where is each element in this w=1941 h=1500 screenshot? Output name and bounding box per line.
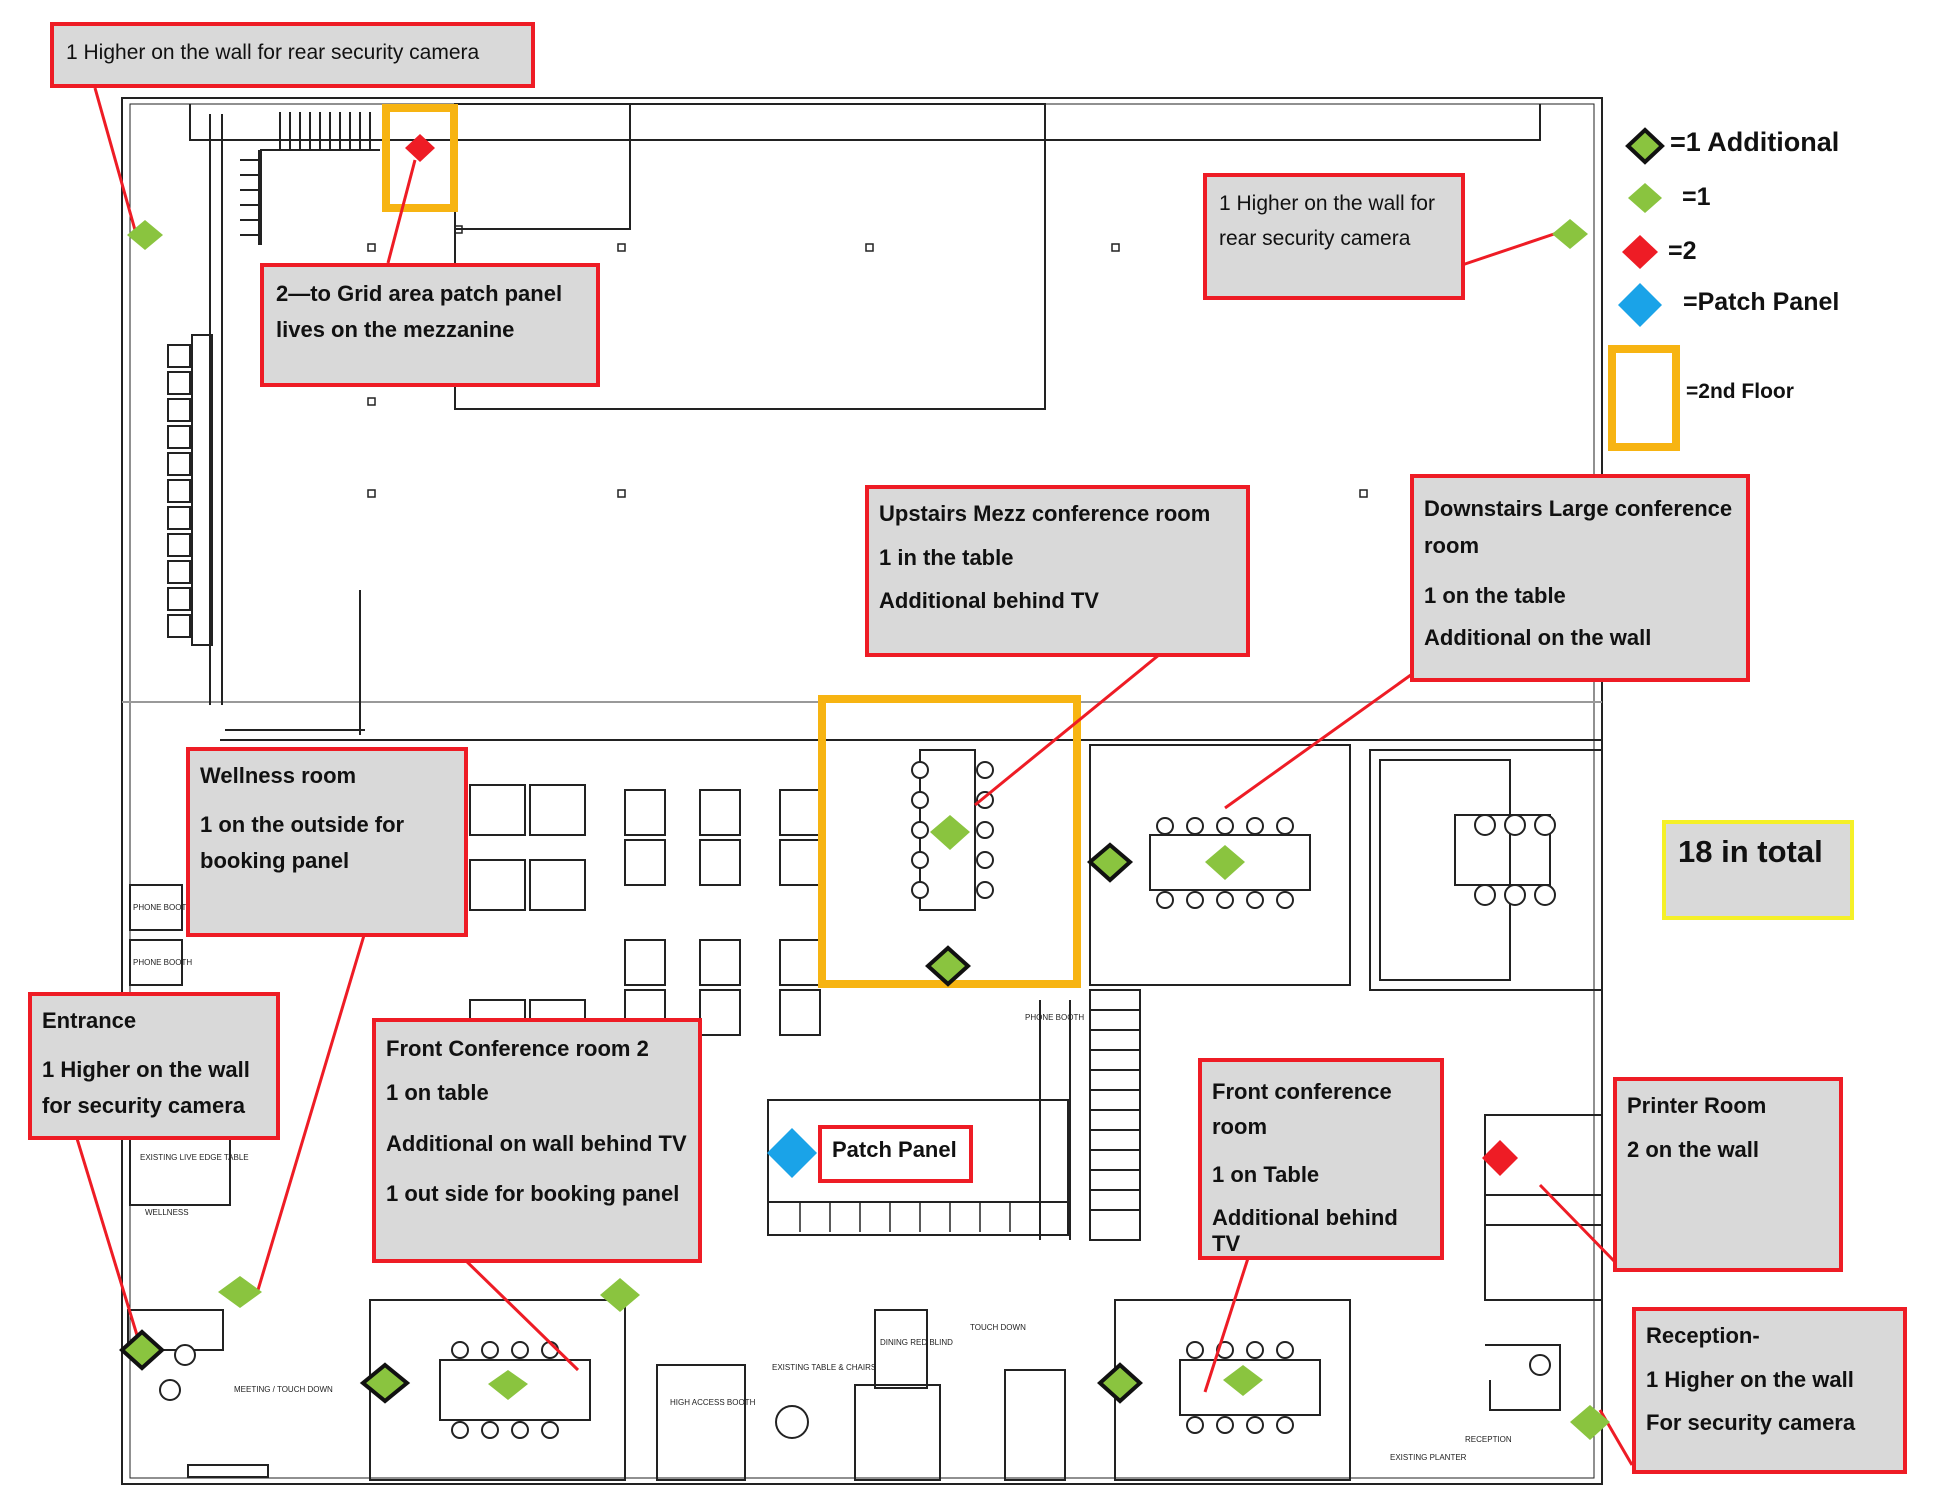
callout-rear-right-line-1: 1 Higher on the wall for [1219, 192, 1435, 215]
marker-reception-camera [1570, 1405, 1610, 1440]
plan-label-phone-booth-3: PHONE BOOTH [1025, 1013, 1084, 1022]
plan-label-existing-live-edge: EXISTING LIVE EDGE TABLE [140, 1153, 249, 1162]
legend-patch-icon [1618, 283, 1662, 327]
callout-reception-line-1: 1 Higher on the wall [1646, 1367, 1854, 1393]
callout-large-conf-line-1: 1 on the table [1424, 582, 1566, 608]
callout-grid-area-line-1: 2—to Grid area patch panel [276, 281, 563, 306]
callout-entrance-line-1: 1 Higher on the wall for security camera [42, 1057, 250, 1118]
marker-printer-wall [1482, 1140, 1518, 1176]
callout-printer-room: Printer Room 2 on the wall [1613, 1077, 1843, 1272]
marker-mezz-table [930, 815, 970, 850]
plan-label-existing-planter: EXISTING PLANTER [1390, 1453, 1467, 1462]
callout-mezz-line-2: Additional behind TV [879, 587, 1099, 613]
callout-grid-area-line-2: lives on the mezzanine [276, 317, 515, 343]
callout-rear-left-title: 1 Higher on the wall for rear security c… [66, 41, 480, 64]
marker-patch-panel [767, 1128, 817, 1178]
plan-label-reception: RECEPTION [1465, 1435, 1512, 1444]
plan-label-touchdown: TOUCH DOWN [970, 1323, 1026, 1332]
callout-mezz-line-1: 1 in the table [879, 545, 1014, 571]
callout-front-conf2-title: Front Conference room 2 [386, 1036, 649, 1061]
patch-panel-label: Patch Panel [818, 1125, 973, 1183]
callout-front-conf2-line-1: 1 on table [386, 1080, 489, 1106]
marker-entrance-camera [119, 1329, 165, 1371]
total-count: 18 in total [1662, 820, 1854, 920]
callout-grid-area: 2—to Grid area patch panel lives on the … [260, 263, 600, 387]
marker-front-conf-behind-tv [1097, 1362, 1143, 1404]
callout-reception-line-2: For security camera [1646, 1409, 1856, 1435]
marker-large-conf-wall [1086, 842, 1134, 883]
plan-label-wellness: WELLNESS [145, 1208, 189, 1217]
callout-reception-title: Reception- [1646, 1323, 1760, 1348]
callout-large-conference: Downstairs Large conference room 1 on th… [1410, 474, 1750, 682]
plan-label-dining-blind: DINING RED BLIND [880, 1338, 953, 1347]
callout-entrance-title: Entrance [42, 1008, 137, 1033]
legend-two: =2 [1668, 237, 1697, 265]
callout-rear-right-line-2: rear security camera [1219, 227, 1411, 251]
callout-printer-title: Printer Room [1627, 1093, 1767, 1118]
marker-rear-left-camera [127, 220, 163, 250]
callout-front-conference-2: Front Conference room 2 1 on table Addit… [372, 1018, 702, 1263]
marker-front-conf-table [1223, 1365, 1263, 1396]
callout-mezz-title: Upstairs Mezz conference room [879, 501, 1211, 526]
legend-second-floor: =2nd Floor [1686, 380, 1794, 403]
callout-mezz-conference: Upstairs Mezz conference room 1 in the t… [865, 485, 1250, 657]
marker-front-conf2-table [488, 1370, 528, 1400]
marker-grid-area-patch [405, 134, 435, 162]
legend-one-icon [1628, 183, 1662, 213]
callout-wellness: Wellness room 1 on the outside for booki… [186, 747, 468, 937]
marker-wellness-booking [218, 1276, 262, 1308]
callout-front-conf2-line-3: 1 out side for booking panel [386, 1181, 680, 1207]
legend-additional-icon [1625, 127, 1665, 165]
legend-one: =1 [1682, 183, 1711, 211]
marker-front-conf2-booking [600, 1278, 640, 1312]
callout-front-conf-line-2: Additional behind TV [1212, 1204, 1398, 1257]
callout-large-conf-title: Downstairs Large conference room [1424, 496, 1733, 559]
plan-label-high-access-booth: HIGH ACCESS BOOTH [670, 1398, 756, 1407]
callout-front-conf-title: Front conference room [1212, 1079, 1392, 1140]
callout-large-conf-line-2: Additional on the wall [1424, 625, 1652, 651]
marker-large-conf-table [1205, 845, 1245, 880]
plan-label-phone-booth-2: PHONE BOOTH [133, 958, 192, 967]
callout-printer-line-1: 2 on the wall [1627, 1137, 1760, 1163]
callout-rear-right: 1 Higher on the wall for rear security c… [1203, 173, 1465, 300]
marker-front-conf2-wall [359, 1362, 411, 1404]
plan-label-meeting-touchdown: MEETING / TOUCH DOWN [234, 1385, 333, 1394]
callout-wellness-title: Wellness room [200, 763, 357, 788]
callout-rear-left: 1 Higher on the wall for rear security c… [50, 22, 535, 88]
callout-entrance: Entrance 1 Higher on the wall for securi… [28, 992, 280, 1140]
marker-rear-right-camera [1552, 219, 1588, 249]
legend-additional: =1 Additional [1670, 127, 1840, 157]
callout-front-conf-line-1: 1 on Table [1212, 1162, 1320, 1188]
callout-front-conf2-line-2: Additional on wall behind TV [386, 1130, 687, 1156]
plan-label-phone-booth-1: PHONE BOOTH [133, 903, 192, 912]
legend-patch-panel: =Patch Panel [1683, 288, 1840, 316]
legend-second-floor-icon [1608, 345, 1680, 451]
marker-mezz-behind-tv [925, 945, 971, 987]
second-floor-outline-grid [382, 104, 458, 212]
callout-wellness-line-1: 1 on the outside for booking panel [200, 812, 405, 873]
callout-reception: Reception- 1 Higher on the wall For secu… [1632, 1307, 1907, 1474]
plan-label-existing-table: EXISTING TABLE & CHAIRS [772, 1363, 876, 1372]
legend-two-icon [1622, 235, 1658, 269]
total-label: 18 in total [1678, 834, 1823, 869]
callout-front-conference: Front conference room 1 on Table Additio… [1198, 1058, 1444, 1260]
